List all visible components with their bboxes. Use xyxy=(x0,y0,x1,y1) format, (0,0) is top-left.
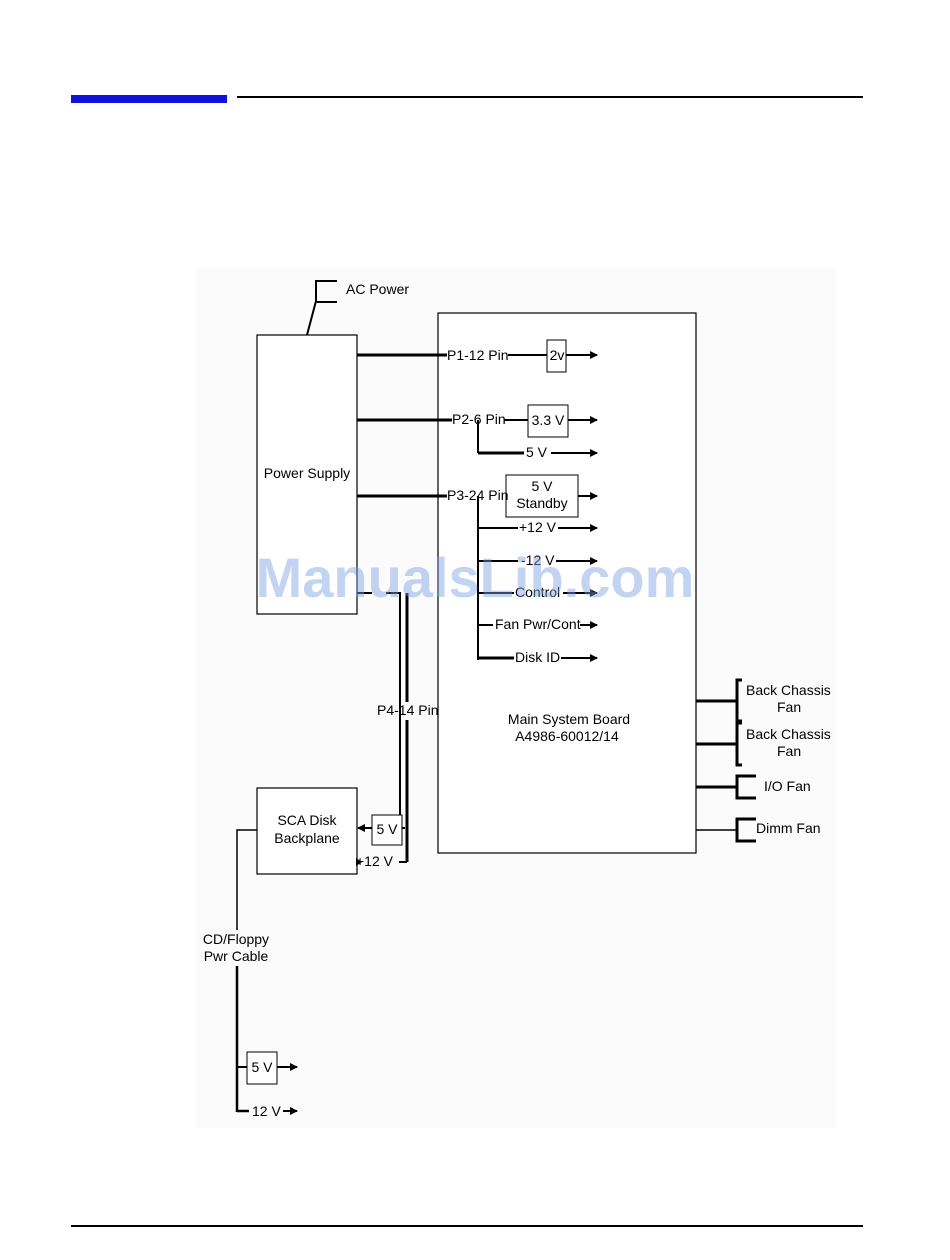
back-chassis-fan-2-label: Back Chassis xyxy=(746,726,831,742)
main-board-part: A4986-60012/14 xyxy=(515,728,619,744)
cd-floppy-label: CD/Floppy xyxy=(203,931,269,947)
main-board-label: Main System Board xyxy=(508,711,630,727)
back-chassis-fan-2 xyxy=(696,723,742,765)
control-label: Control xyxy=(515,584,560,600)
minus12-label: -12 V xyxy=(521,552,555,568)
footer-rule xyxy=(71,1225,863,1227)
v2-label: 2v xyxy=(550,347,565,363)
back-chassis-fan-1 xyxy=(696,680,742,721)
cd-5v-label: 5 V xyxy=(251,1059,273,1075)
backplane-12v-label: +12 V xyxy=(356,853,394,869)
p1-label: P1-12 Pin xyxy=(447,347,508,363)
sca-disk-label: SCA Disk xyxy=(277,812,337,828)
disk-id-label: Disk ID xyxy=(515,649,560,665)
io-fan-label: I/O Fan xyxy=(764,778,811,794)
back-chassis-fan-2-sub: Fan xyxy=(777,743,801,759)
backplane-5v-label: 5 V xyxy=(376,821,398,837)
standby-5v-label: 5 V xyxy=(531,478,553,494)
pwr-cable-label: Pwr Cable xyxy=(204,948,269,964)
fan-pwr-label: Fan Pwr/Cont xyxy=(495,616,581,632)
backplane-label: Backplane xyxy=(274,830,340,846)
ac-power-connector xyxy=(307,281,337,335)
ac-power-label: AC Power xyxy=(346,281,409,297)
main-board-box xyxy=(438,313,696,853)
dimm-fan-label: Dimm Fan xyxy=(756,820,821,836)
back-chassis-fan-1-label: Back Chassis xyxy=(746,682,831,698)
v33-label: 3.3 V xyxy=(532,412,565,428)
io-fan xyxy=(696,776,756,798)
plus12-label: +12 V xyxy=(519,519,557,535)
v5-label: 5 V xyxy=(526,444,548,460)
p3-label: P3-24 Pin xyxy=(447,487,508,503)
power-supply-label: Power Supply xyxy=(264,465,350,481)
p4-label: P4-14 Pin xyxy=(377,702,438,718)
dimm-fan xyxy=(696,819,756,841)
standby-label: Standby xyxy=(516,495,567,511)
p2-label: P2-6 Pin xyxy=(452,411,506,427)
back-chassis-fan-1-sub: Fan xyxy=(777,699,801,715)
cd-12v-label: 12 V xyxy=(252,1103,281,1119)
